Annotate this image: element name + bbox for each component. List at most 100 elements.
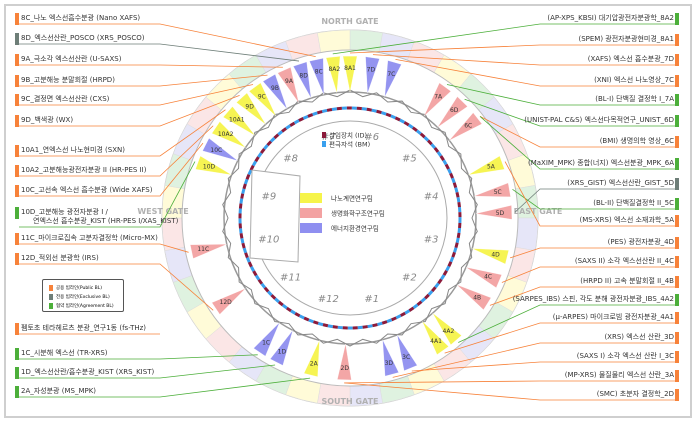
beamline-wedge-4D bbox=[472, 248, 509, 265]
beamline-label[interactable]: 9A_극소각 엑스선산란 (U-SAXS) bbox=[21, 55, 121, 64]
beamline-label[interactable]: (HRPD II) 고속 분말회절 II_4B bbox=[580, 277, 674, 286]
beamline-label-text: (MP-XRS) 물질물리 엑스선 산란_3A bbox=[564, 371, 674, 379]
leader-line bbox=[479, 116, 678, 170]
beamline-label[interactable]: (SPEM) 광전자분광현미경_8A1 bbox=[578, 35, 674, 44]
leader-line bbox=[395, 58, 678, 87]
beamline-label[interactable]: 12D_적외선 분광학 (IRS) bbox=[21, 254, 99, 263]
beamline-wedge-6D bbox=[437, 96, 468, 128]
legend-swatch bbox=[49, 293, 53, 300]
leader-line bbox=[19, 109, 226, 157]
beamline-label[interactable]: 10D_고분해능 광전자분광 I /연엑스선 흡수분광_KIST (HR-PES… bbox=[21, 208, 178, 226]
beamline-id: 3D bbox=[385, 360, 394, 367]
beamline-label[interactable]: (SAXS I) 소각 엑스선 산란 I_3C bbox=[577, 352, 674, 361]
beamline-label-text: 10D_고분해능 광전자분광 I / bbox=[21, 208, 108, 216]
leader-line bbox=[504, 161, 678, 227]
beamline-wedge-4C bbox=[465, 267, 502, 288]
insertion-device-swatch bbox=[322, 132, 326, 138]
bending-magnet-swatch bbox=[322, 141, 326, 147]
beamline-label[interactable]: 8D_엑스선산란_POSCO (XRS_POSCO) bbox=[21, 34, 144, 43]
beamline-label-text: (PES) 광전자분광_4D bbox=[607, 238, 674, 246]
type-marker-agreement bbox=[15, 386, 19, 398]
north-gate: NORTH GATE bbox=[321, 17, 378, 26]
beamline-label[interactable]: (BL-I) 단백질 결정학 I_7A bbox=[595, 95, 674, 104]
beamline-id: 8A2 bbox=[328, 66, 340, 73]
bending-magnet-label: 편극자석 (BM) bbox=[329, 140, 370, 149]
beamline-label[interactable]: (SMC) 초분자 결정학_2D bbox=[597, 390, 674, 399]
type-marker-public bbox=[675, 75, 679, 87]
beamline-label[interactable]: (μ-ARPES) 마이크로빔 광전자분광_4A1 bbox=[553, 313, 674, 322]
beamline-wedge-5D bbox=[475, 205, 513, 220]
beamline-label-text: 8C_나노 엑스선흡수분광 (Nano XAFS) bbox=[21, 14, 141, 22]
beamline-label[interactable]: 10C_고선속 엑스선 흡수분광 (Wide XAFS) bbox=[21, 186, 152, 195]
beamline-label[interactable]: (MaXIM_MPK) 종합(너지) 엑스선분광_MPK_6A bbox=[528, 159, 674, 168]
beamline-label[interactable]: 9D_백색광 (WX) bbox=[21, 116, 73, 125]
leader-line bbox=[19, 125, 214, 177]
west-gate: WEST GATE bbox=[137, 207, 188, 216]
beamline-label[interactable]: (XAFS) 엑스선 흡수분광_7D bbox=[588, 55, 674, 64]
beamline-label[interactable]: 1C_시분해 엑스선 (TR-XRS) bbox=[21, 349, 108, 358]
sector-number: #8 bbox=[283, 154, 298, 165]
beamline-label-text: (BL-I) 단백질 결정학 I_7A bbox=[595, 95, 674, 103]
beamline-id: 9D bbox=[245, 104, 254, 111]
sector-number: #4 bbox=[424, 191, 439, 202]
beamline-wedge-1D bbox=[269, 330, 293, 366]
leader-line bbox=[19, 161, 196, 228]
beamline-label[interactable]: 펨토초 테라헤르츠 분광_연구1동 (fs-THz) bbox=[21, 324, 146, 333]
beamline-label[interactable]: 9B_고분해능 분말회절 (HRPD) bbox=[21, 76, 115, 85]
beamline-label[interactable]: (BL-II) 단백질결정학 II_5C bbox=[593, 199, 674, 208]
beamline-label[interactable]: 11C_마이크로집속 고분자결정학 (Micro-MX) bbox=[21, 234, 158, 243]
sector-number: #12 bbox=[318, 294, 339, 305]
leader-line bbox=[514, 188, 678, 213]
beamline-label[interactable]: (SAXS II) 소각 엑스선산란 II_4C bbox=[575, 257, 674, 266]
beamline-label[interactable]: (XRS) 엑스선 산란_3D bbox=[604, 333, 674, 342]
beamline-label[interactable]: (MP-XRS) 물질물리 엑스선 산란_3A bbox=[565, 371, 674, 380]
beamline-label-text: (SPEM) 광전자분광현미경_8A1 bbox=[578, 35, 674, 43]
beamline-id: 2A bbox=[310, 361, 319, 368]
beamline-label[interactable]: 10A1_연엑스선 나노현미경 (SXN) bbox=[21, 146, 125, 155]
type-marker-public bbox=[15, 233, 19, 245]
beamline-wedge-4B bbox=[456, 284, 492, 310]
beamline-label[interactable]: (SARPES_IBS) 스핀, 각도 분해 광전자분광_IBS_4A2 bbox=[513, 295, 674, 304]
east-gate: EAST GATE bbox=[514, 207, 563, 216]
beamline-label[interactable]: 2A_자성분광 (MS_MPK) bbox=[21, 387, 96, 396]
beamline-label[interactable]: (XRS_GIST) 엑스선산란_GIST_5D bbox=[567, 179, 674, 188]
beamline-label[interactable]: (XNI) 엑스선 나노영상_7C bbox=[594, 76, 674, 85]
beamline-label[interactable]: 8C_나노 엑스선흡수분광 (Nano XAFS) bbox=[21, 14, 140, 23]
leader-line bbox=[344, 380, 678, 384]
legend-item-exclusive: 전용 빔라인(Exclusive BL) bbox=[49, 292, 117, 301]
beamline-label-text: (XRS_GIST) 엑스선산란_GIST_5D bbox=[567, 179, 674, 187]
beamline-label-text: (SAXS II) 소각 엑스선산란 II_4C bbox=[574, 257, 674, 265]
beamline-label-text: (SAXS I) 소각 엑스선 산란 I_3C bbox=[576, 352, 674, 360]
beamline-id: 8A1 bbox=[344, 65, 356, 72]
beamline-label[interactable]: (AP-XPS_KBSI) 대기압광전자분광학_8A2 bbox=[547, 14, 674, 23]
beamline-label-text: (XAFS) 엑스선 흡수분광_7D bbox=[587, 55, 674, 63]
type-marker-agreement bbox=[675, 198, 679, 210]
beamline-wedge-9B bbox=[262, 74, 288, 109]
group-label-bio: 생명화학구조연구팀 bbox=[331, 209, 385, 218]
beamline-label-text: 10C_고선속 엑스선 흡수분광 (Wide XAFS) bbox=[21, 186, 153, 194]
beamline-id: 10A2 bbox=[218, 131, 234, 138]
beamline-label-text: 펨토초 테라헤르츠 분광_연구1동 (fs-THz) bbox=[21, 324, 147, 332]
beamline-wedge-10D bbox=[195, 155, 232, 176]
insertion-device-label: 삽입장치 (ID) bbox=[329, 131, 367, 140]
beamline-id: 4B bbox=[473, 294, 481, 301]
legend-item-agreement: 협약 빔라인(Agreement BL) bbox=[49, 301, 117, 310]
leader-line bbox=[464, 98, 678, 127]
sector-number: #6 bbox=[364, 132, 379, 143]
beamline-wedge-3D bbox=[382, 339, 399, 377]
type-marker-public bbox=[15, 94, 19, 106]
sector-number: #1 bbox=[364, 294, 379, 305]
beamline-label[interactable]: 9C_결정면 엑스선산란 (CXS) bbox=[21, 95, 109, 104]
beamline-label[interactable]: (MS-XRS) 엑스선 소재과학_5A bbox=[580, 216, 675, 225]
beamline-label-text: (BMI) 생명의학 영상_6C bbox=[599, 137, 674, 145]
beamline-label[interactable]: (BMI) 생명의학 영상_6C bbox=[600, 137, 674, 146]
beamline-label[interactable]: 10A2_고분해능광전자분광 II (HR-PES II) bbox=[21, 166, 146, 175]
beamline-label[interactable]: (UNIST-PAL C&S) 엑스선다목적연구_UNIST_6D bbox=[524, 116, 674, 125]
beamline-wedge-10C bbox=[202, 137, 238, 161]
leader-line bbox=[19, 95, 240, 127]
beamline-wedge-10A1 bbox=[222, 106, 256, 136]
beamline-id: 10D bbox=[203, 164, 216, 171]
beamline-label[interactable]: 1D_엑스선산란/흡수분광_KIST (XRS_KIST) bbox=[21, 368, 154, 377]
type-marker-public bbox=[15, 145, 19, 157]
beamline-label[interactable]: (PES) 광전자분광_4D bbox=[608, 238, 674, 247]
